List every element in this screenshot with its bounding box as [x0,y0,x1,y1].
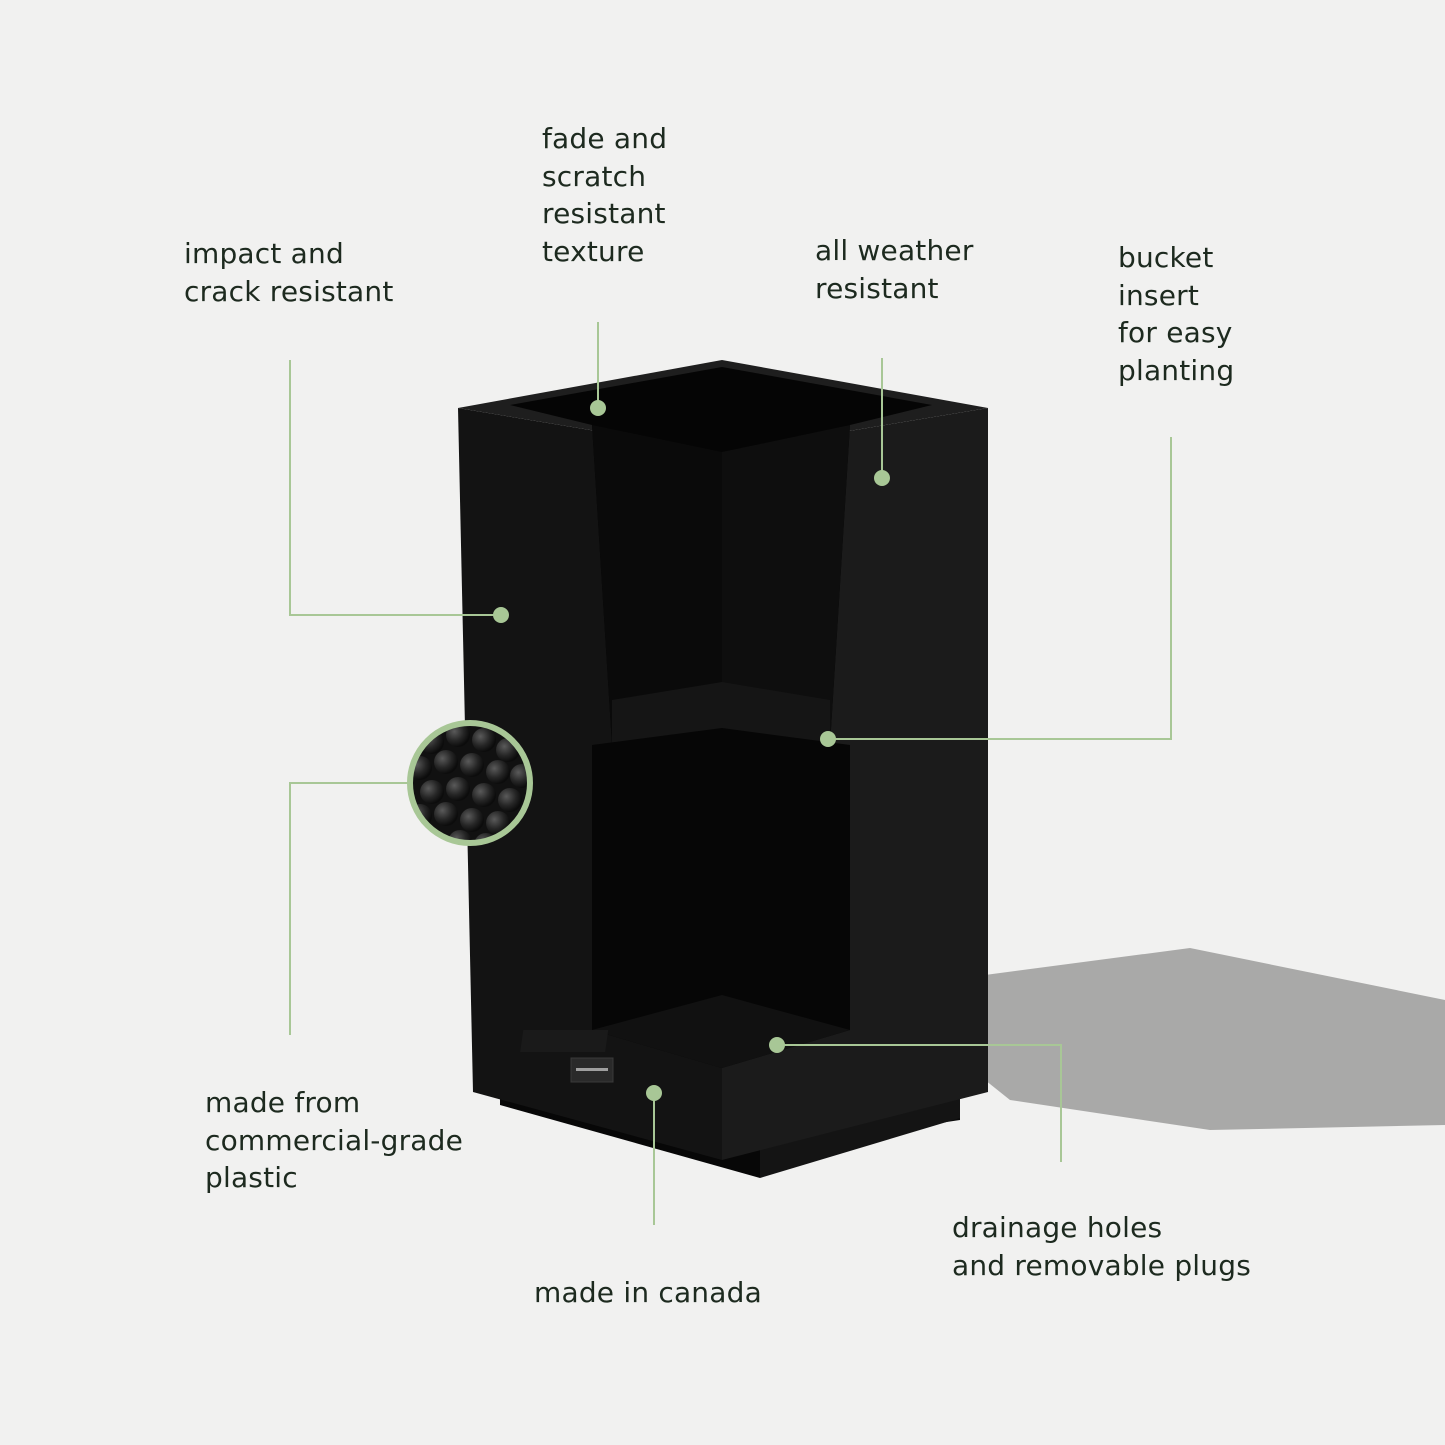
dot-drainage [769,1037,785,1053]
callout-bucket-insert: bucket insert for easy planting [1118,241,1235,387]
dot-impact [493,607,509,623]
dot-bucket [820,731,836,747]
callout-all-weather-resistant: all weather resistant [815,234,974,305]
leader-plastic [289,782,410,1035]
leader-impact [289,360,501,616]
callout-fade-scratch-resistant: fade and scratch resistant texture [542,122,668,268]
floor-shadow [985,948,1445,1130]
dot-fade [590,400,606,416]
callout-made-in-canada: made in canada [534,1276,762,1309]
dot-canada [646,1085,662,1101]
leader-drainage [777,1044,1062,1162]
plastic-pellets-icon [407,720,533,846]
callout-impact-crack-resistant: impact and crack resistant [184,237,394,308]
callout-dots [493,400,890,1101]
callout-commercial-grade-plastic: made from commercial-grade plastic [205,1086,464,1194]
leader-bucket [828,437,1172,740]
drainage-plug [520,1030,609,1052]
dot-weather [874,470,890,486]
planter-lower-cavity [592,728,850,1068]
callout-drainage-holes: drainage holes and removable plugs [952,1211,1251,1282]
callout-leaders [289,322,1172,1225]
